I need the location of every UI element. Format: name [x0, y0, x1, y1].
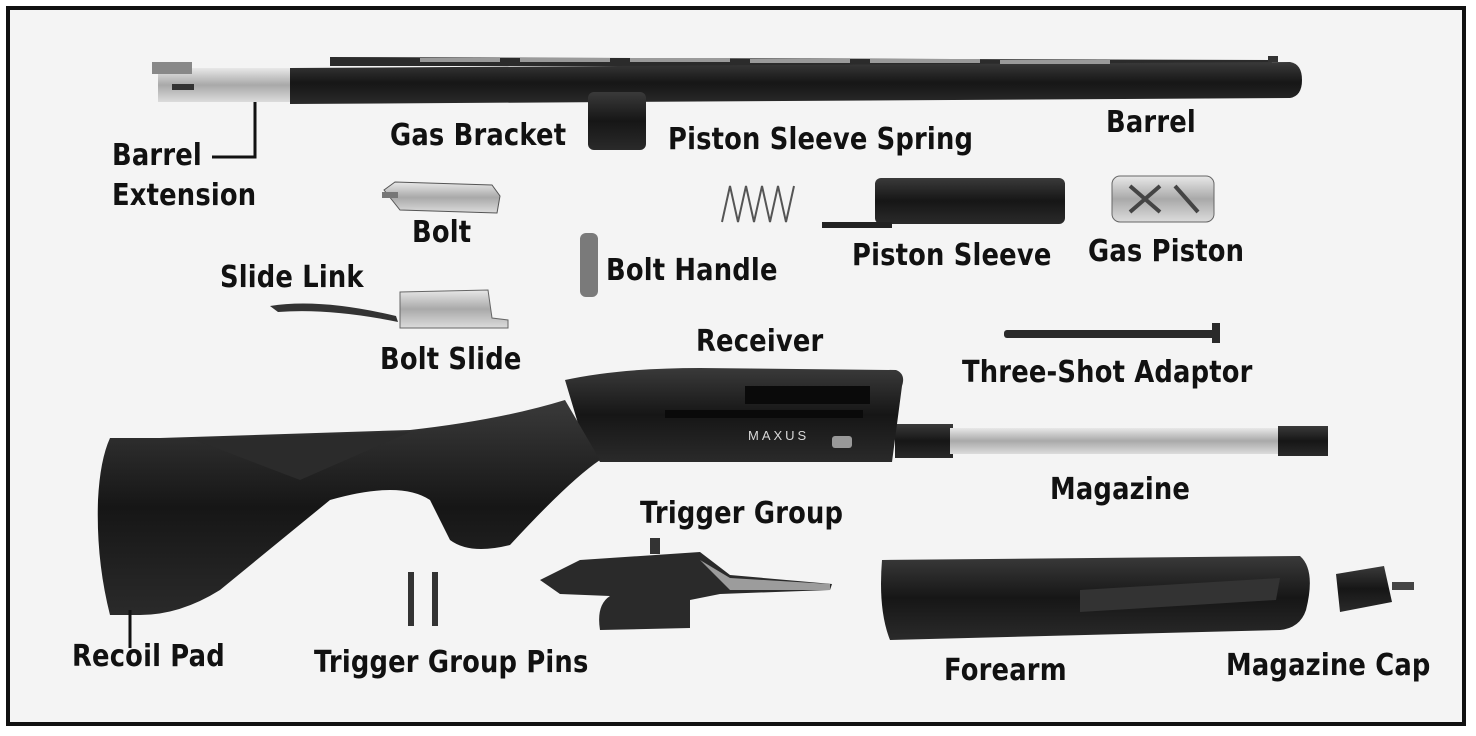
label-three-shot-adaptor: Three-Shot Adaptor — [962, 355, 1253, 390]
receiver-stock-part — [97, 368, 904, 615]
label-trigger-group: Trigger Group — [640, 496, 844, 531]
bolt-handle-part — [580, 233, 598, 297]
label-magazine-cap: Magazine Cap — [1226, 648, 1431, 683]
label-slide-link: Slide Link — [220, 260, 364, 295]
label-magazine: Magazine — [1050, 472, 1191, 507]
label-bolt: Bolt — [412, 215, 472, 250]
trigger-group-part — [540, 538, 832, 630]
magazine-part — [895, 424, 1328, 458]
label-piston-sleeve: Piston Sleeve — [852, 238, 1052, 273]
magazine-cap-part — [1336, 566, 1414, 612]
gas-piston-part — [1111, 175, 1215, 223]
label-forearm: Forearm — [944, 653, 1067, 688]
forearm-part — [881, 556, 1310, 640]
piston-sleeve-part — [822, 178, 1065, 228]
label-barrel-extension-2: Extension — [112, 178, 257, 213]
three-shot-adaptor-part — [1004, 323, 1220, 343]
label-piston-sleeve-spring: Piston Sleeve Spring — [668, 122, 974, 157]
gas-bracket-part — [588, 92, 646, 150]
slide-link-part — [270, 303, 398, 322]
barrel-part — [290, 56, 1302, 104]
label-barrel: Barrel — [1106, 105, 1196, 140]
label-gas-bracket: Gas Bracket — [390, 118, 567, 153]
piston-sleeve-spring-part — [721, 185, 795, 223]
label-gas-piston: Gas Piston — [1088, 234, 1245, 269]
label-trigger-group-pins: Trigger Group Pins — [314, 645, 589, 680]
label-receiver: Receiver — [696, 324, 824, 359]
label-bolt-slide: Bolt Slide — [380, 342, 522, 377]
bolt-slide-part — [399, 289, 509, 329]
receiver-logo: MAXUS — [748, 428, 810, 443]
label-barrel-extension-1: Barrel — [112, 138, 202, 173]
trigger-group-pins-part — [408, 572, 438, 626]
barrel-extension-part — [152, 62, 290, 159]
label-recoil-pad: Recoil Pad — [72, 639, 225, 674]
bolt-part — [382, 181, 501, 214]
label-bolt-handle: Bolt Handle — [606, 253, 778, 288]
